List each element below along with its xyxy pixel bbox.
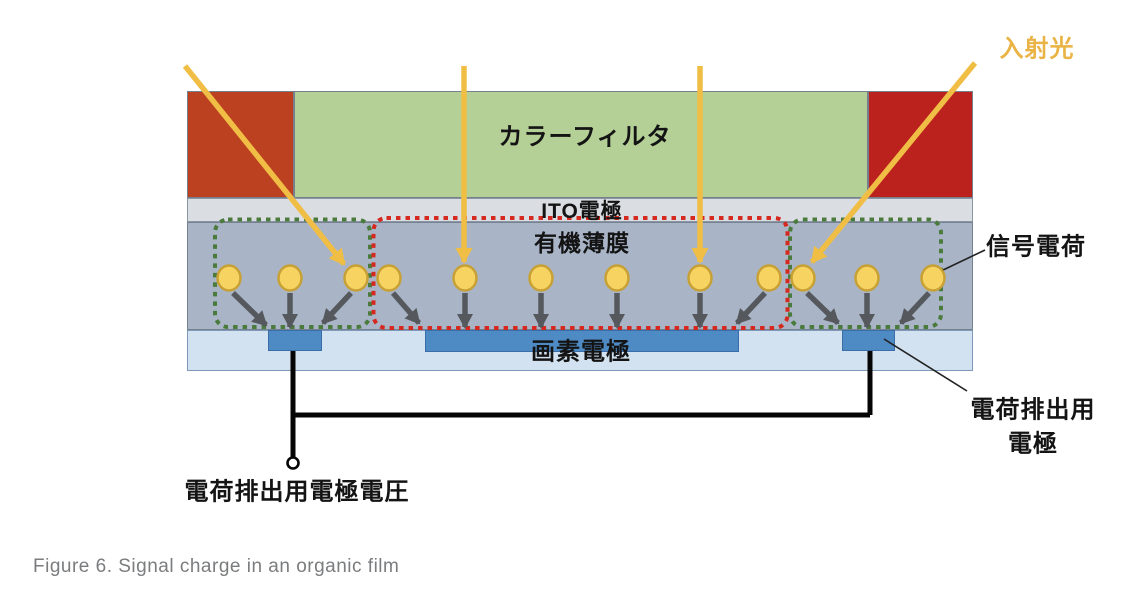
color-filter-label: カラーフィルタ [498, 123, 672, 151]
drain-electrode-label-line1: 電荷排出用 [970, 396, 1096, 424]
drain-electrode-left [268, 330, 322, 351]
color-filter-block-green [294, 91, 868, 198]
incident-light-label: 入射光 [999, 35, 1075, 63]
color-filter-block-red-right [868, 91, 973, 198]
drain-voltage-label: 電荷排出用電極電圧 [184, 478, 410, 506]
pixel-electrode-label: 画素電極 [531, 338, 631, 366]
ito-electrode-label: ITO電極 [541, 200, 623, 223]
color-filter-block-red-left [187, 91, 294, 198]
drain-electrode-right [842, 330, 895, 351]
signal-charge-label: 信号電荷 [986, 233, 1086, 261]
organic-film-label: 有機薄膜 [534, 230, 630, 256]
figure-caption: Figure 6. Signal charge in an organic fi… [33, 556, 400, 577]
voltage-terminal-circle [286, 456, 300, 470]
drain-electrode-label-line2: 電極 [1008, 430, 1058, 458]
